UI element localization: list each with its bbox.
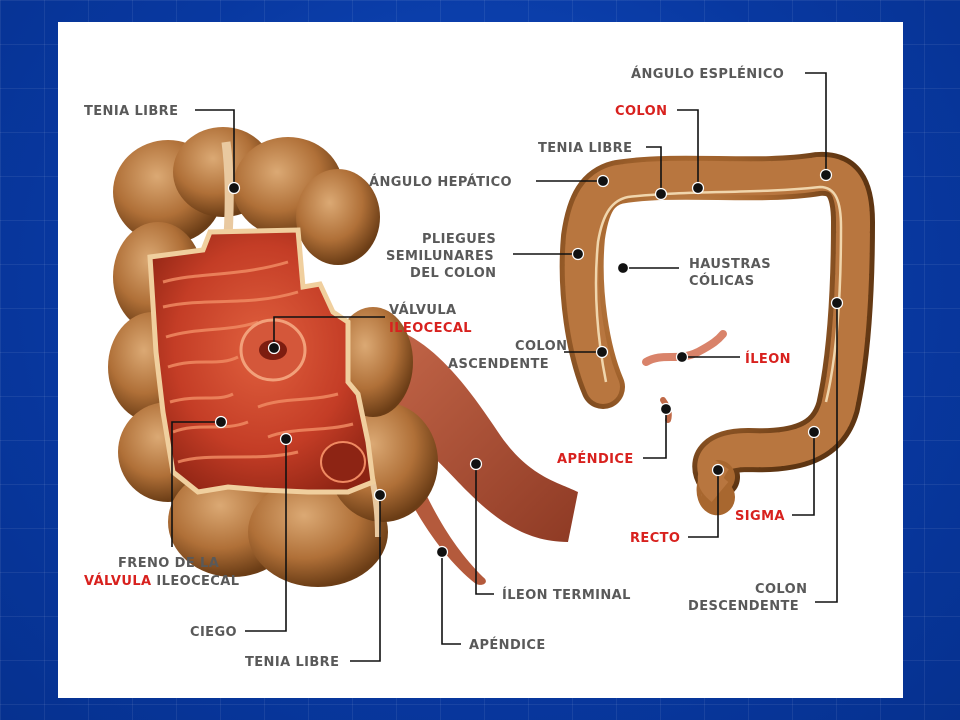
marker-dots (214, 168, 844, 559)
leader-lines (171, 72, 838, 662)
label-haustras-1: HAUSTRAS (689, 257, 771, 272)
label-angulo-hepatico: ÁNGULO HEPÁTICO (369, 174, 512, 190)
label-tenia-libre-bottom: TENIA LIBRE (245, 655, 339, 670)
label-tenia-libre-right: TENIA LIBRE (538, 141, 632, 156)
label-recto: RECTO (630, 531, 680, 546)
label-pliegues-1: PLIEGUES (422, 232, 496, 247)
label-valvula-ileocecal-1: VÁLVULA (389, 302, 457, 318)
diagram-panel: TENIA LIBRE VÁLVULA ILEOCECAL FRENO DE L… (58, 22, 903, 698)
label-sigma: SIGMA (735, 509, 785, 524)
label-colon-asc-2: ASCENDENTE (448, 357, 549, 372)
label-freno-valvula: VÁLVULA (84, 573, 152, 589)
label-angulo-esplenico: ÁNGULO ESPLÉNICO (631, 66, 784, 82)
colon-anatomy-diagram: TENIA LIBRE VÁLVULA ILEOCECAL FRENO DE L… (84, 66, 876, 670)
label-haustras-2: CÓLICAS (689, 273, 754, 289)
label-valvula-ileocecal-2: ILEOCECAL (389, 321, 472, 336)
label-pliegues-2: SEMILUNARES (386, 249, 494, 264)
label-apendice-right: APÉNDICE (557, 451, 634, 467)
label-colon-desc-2: DESCENDENTE (688, 599, 799, 614)
label-ileon-terminal: ÍLEON TERMINAL (502, 587, 631, 603)
label-colon: COLON (615, 104, 667, 119)
label-tenia-libre-top: TENIA LIBRE (84, 104, 178, 119)
label-apendice-left: APÉNDICE (469, 637, 546, 653)
label-colon-asc-1: COLON (515, 339, 567, 354)
label-freno-1: FRENO DE LA (118, 556, 219, 571)
label-colon-desc-1: COLON (755, 582, 807, 597)
label-ciego: CIEGO (190, 625, 237, 640)
label-ileon: ÍLEON (745, 351, 791, 367)
cecum-illustration (108, 127, 578, 587)
label-freno-2: VÁLVULA ILEOCECAL (84, 573, 239, 589)
colon-illustration (559, 151, 876, 516)
label-freno-ileocecal: ILEOCECAL (152, 574, 240, 589)
label-pliegues-3: DEL COLON (410, 266, 496, 281)
